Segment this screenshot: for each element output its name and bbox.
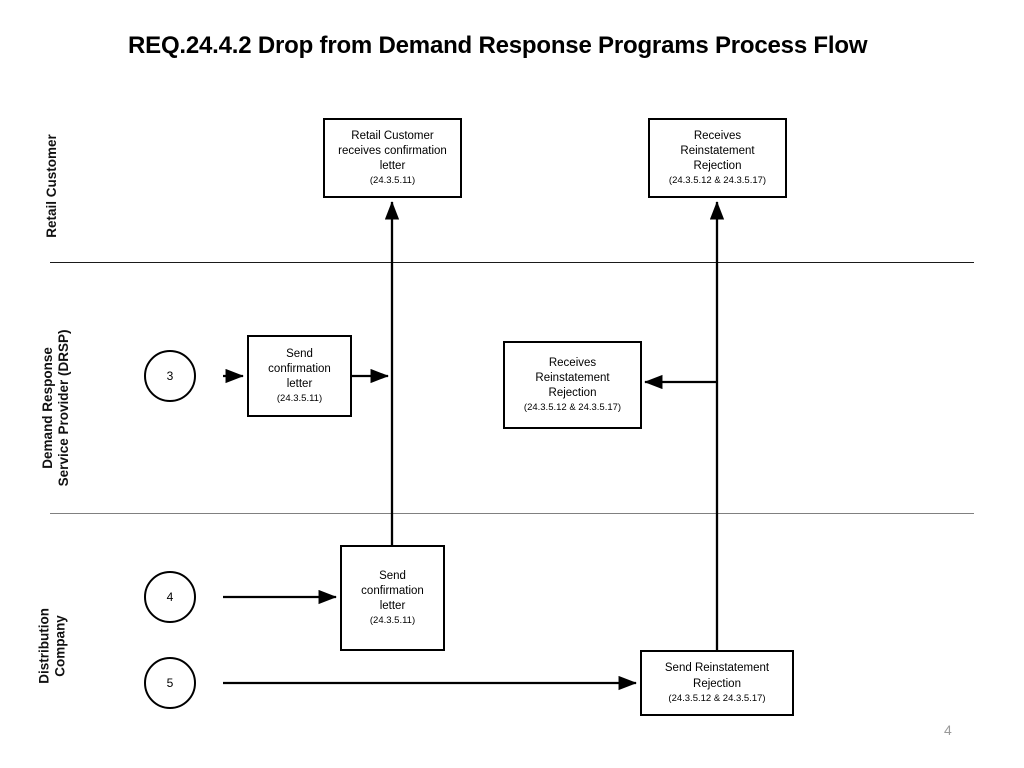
lane-divider-drsp-distribution-company	[50, 513, 974, 514]
node-line-1: Receives	[548, 356, 597, 369]
lane-label-drsp: Demand Response Service Provider (DRSP)	[40, 313, 72, 503]
lane-label-distribution-company-line-2: Company	[52, 615, 68, 677]
node-drsp-receives-reinstatement-rejection[interactable]: Receives Reinstatement Rejection (24.3.5…	[503, 341, 642, 429]
lane-label-retail-customer: Retail Customer	[44, 111, 60, 261]
node-line-1: Send	[379, 569, 406, 582]
node-dc-send-reinstatement-rejection[interactable]: Send Reinstatement Rejection (24.3.5.12 …	[640, 650, 794, 716]
node-line-1: Send	[286, 347, 313, 360]
node-line-2: confirmation	[361, 584, 424, 597]
node-line-3: Rejection	[548, 387, 597, 400]
node-line-3: letter	[286, 378, 313, 391]
node-retail-customer-receives-reinstatement-rejection[interactable]: Receives Reinstatement Rejection (24.3.5…	[648, 118, 787, 198]
lane-label-retail-customer-line-1: Retail Customer	[44, 134, 60, 238]
node-line-1: Send Reinstatement	[664, 662, 770, 675]
lane-label-distribution-company: Distribution Company	[37, 583, 69, 708]
node-line-3: Rejection	[693, 160, 742, 173]
page-number: 4	[944, 722, 952, 738]
node-line-2: receives confirmation	[338, 144, 447, 157]
node-reference: (24.3.5.11)	[369, 615, 416, 627]
lane-label-distribution-company-line-1: Distribution	[36, 608, 52, 684]
node-line-2: Rejection	[693, 677, 741, 690]
node-line-1: Retail Customer	[351, 129, 434, 142]
start-node-5[interactable]: 5	[144, 657, 196, 709]
start-node-3[interactable]: 3	[144, 350, 196, 402]
node-line-3: letter	[379, 600, 406, 613]
start-node-4-label: 4	[166, 590, 174, 604]
node-retail-customer-receives-confirmation-letter[interactable]: Retail Customer receives confirmation le…	[323, 118, 462, 198]
start-node-3-label: 3	[166, 369, 174, 383]
node-line-2: Reinstatement	[535, 371, 610, 384]
node-reference: (24.3.5.12 & 24.3.5.17)	[668, 692, 766, 704]
node-dc-send-confirmation-letter[interactable]: Send confirmation letter (24.3.5.11)	[340, 545, 445, 651]
lane-divider-retail-customer-drsp	[50, 262, 974, 263]
node-line-2: Reinstatement	[680, 144, 755, 157]
lane-label-drsp-line-2: Service Provider (DRSP)	[56, 329, 71, 487]
node-line-2: confirmation	[268, 362, 331, 375]
node-reference: (24.3.5.11)	[276, 393, 323, 405]
start-node-5-label: 5	[166, 676, 174, 690]
node-line-1: Receives	[693, 129, 742, 142]
node-reference: (24.3.5.11)	[369, 175, 416, 187]
node-reference: (24.3.5.12 & 24.3.5.17)	[668, 175, 767, 187]
page-title: REQ.24.4.2 Drop from Demand Response Pro…	[128, 32, 868, 59]
start-node-4[interactable]: 4	[144, 571, 196, 623]
lane-label-drsp-line-1: Demand Response	[40, 347, 56, 469]
node-drsp-send-confirmation-letter[interactable]: Send confirmation letter (24.3.5.11)	[247, 335, 352, 417]
node-line-3: letter	[379, 160, 406, 173]
node-reference: (24.3.5.12 & 24.3.5.17)	[523, 402, 622, 414]
